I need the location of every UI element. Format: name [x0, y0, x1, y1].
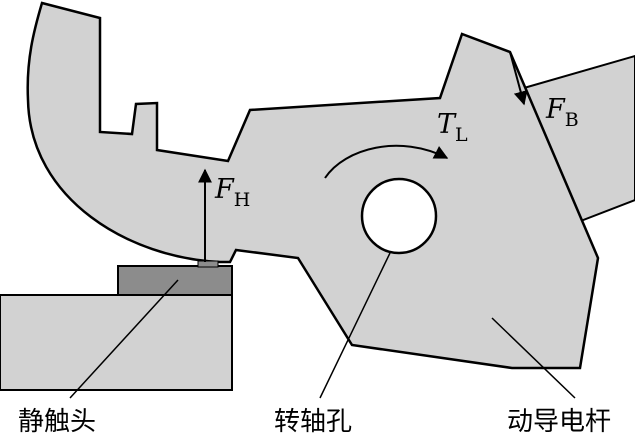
moving-rod-label: 动导电杆: [507, 407, 611, 437]
fb-label: FB: [545, 94, 579, 131]
leader-moving-rod: [491, 317, 576, 399]
moving-lever-body: [26, 1, 600, 370]
fh-label: FH: [214, 174, 250, 211]
leader-pivot-hole: [319, 252, 391, 399]
torque-arrow: [324, 144, 449, 179]
static-contact-label: 静触头: [18, 407, 96, 437]
leader-static-contact: [69, 279, 179, 399]
fb-arrow: [509, 51, 528, 106]
pivot-hole-label: 转轴孔: [274, 407, 352, 437]
base-block: [0, 294, 233, 391]
tl-label: TL: [437, 109, 468, 146]
static-contact-shape: [117, 265, 233, 296]
moving-contact-tip: [197, 260, 219, 268]
pivot-hole-shape: [360, 177, 438, 255]
